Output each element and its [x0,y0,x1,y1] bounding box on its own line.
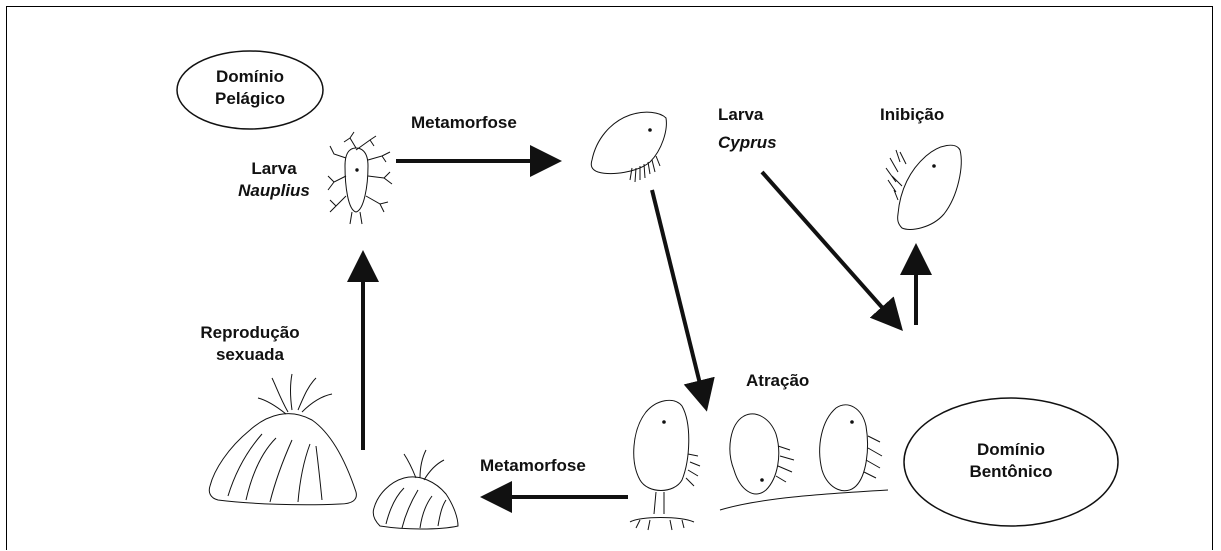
pelagic-domain-line1: Domínio [196,66,304,88]
reproducao-line1: Reprodução [175,322,325,344]
reproducao-label: Reprodução sexuada [175,322,325,366]
larva-nauplius-label: Larva Nauplius [224,158,324,202]
arrow-cyprid-to-settling [652,190,704,400]
larva-nauplius-line1: Larva [224,158,324,180]
inhibition-cyprid-drawing [886,145,961,229]
larva-nauplius-line2: Nauplius [224,180,324,202]
reproducao-line2: sexuada [175,344,325,366]
arrow-cyprus-to-substrate [762,172,895,322]
adult-barnacle-drawing [209,374,356,505]
benthic-domain-label: Domínio Bentônico [955,439,1067,483]
larva-cyprus-label: Larva Cyprus [718,104,777,154]
larva-cyprus-line2: Cyprus [718,132,777,154]
metamorfose-bottom-label: Metamorfose [480,455,586,477]
attraction-cyprids-drawing [720,405,888,510]
inibicao-label: Inibição [880,104,944,126]
cyprid-larva-drawing [591,112,666,182]
benthic-domain-line1: Domínio [955,439,1067,461]
pelagic-domain-label: Domínio Pelágico [196,66,304,110]
atracao-label: Atração [746,370,809,392]
metamorfose-top-label: Metamorfose [411,112,517,134]
juvenile-barnacle-drawing [373,450,458,529]
larva-cyprus-line1: Larva [718,104,777,126]
settling-cyprid-drawing [630,400,700,530]
pelagic-domain-line2: Pelágico [196,88,304,110]
nauplius-larva-drawing [328,132,392,224]
benthic-domain-line2: Bentônico [955,461,1067,483]
